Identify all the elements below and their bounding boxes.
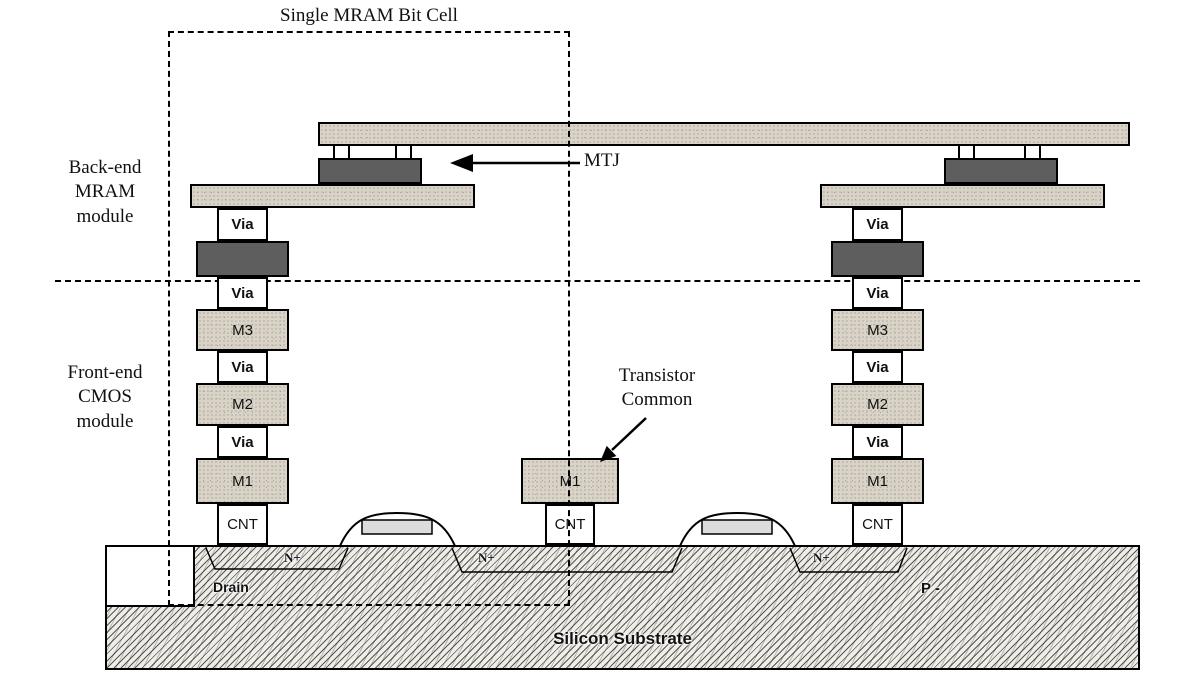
n-plus-label-right: N+ (813, 550, 830, 565)
m1-label: M1 (867, 472, 888, 490)
via-label: Via (866, 433, 889, 451)
transistor-common-label: Transistor Common (618, 365, 696, 411)
silicon-substrate-region (105, 545, 1140, 670)
right-contact: CNT (852, 504, 903, 545)
transistor-common-arrow-line (611, 417, 647, 451)
common-metal-1: M1 (521, 458, 619, 504)
via-label: Via (866, 284, 889, 302)
via-label: Via (231, 216, 254, 233)
substrate-notch (105, 545, 195, 607)
right-metal-3: M3 (831, 309, 924, 351)
right-via-3: Via (852, 277, 903, 309)
silicon-substrate-label: Silicon Substrate (553, 629, 692, 648)
m3-label: M3 (867, 321, 888, 339)
diagram-title: Single MRAM Bit Cell (280, 5, 458, 26)
n-plus-label-middle: N+ (478, 550, 495, 565)
cnt-label: CNT (554, 516, 586, 533)
left-mtj (318, 158, 422, 184)
common-contact: CNT (545, 504, 595, 545)
p-minus-label: P - (921, 580, 940, 597)
via-label: Via (231, 284, 254, 302)
front-end-module-label: Front-end CMOS module (67, 362, 143, 432)
left-metal-3: M3 (196, 309, 289, 351)
left-contact: CNT (217, 504, 268, 545)
left-gate-electrode (361, 519, 433, 535)
left-landing-pad (196, 241, 289, 277)
right-metal-1: M1 (831, 458, 924, 504)
module-divider-dashed-line (55, 280, 1140, 282)
right-metal-2: M2 (831, 383, 924, 426)
m2-label: M2 (867, 396, 888, 413)
via-label: Via (866, 358, 889, 376)
right-via-2: Via (852, 351, 903, 383)
cnt-label: CNT (862, 516, 893, 533)
left-metal-2: M2 (196, 383, 289, 426)
left-via-2: Via (217, 351, 268, 383)
left-gate (338, 511, 457, 547)
drain-label: Drain (213, 579, 249, 595)
left-bottom-electrode (190, 184, 475, 208)
n-plus-label-left: N+ (284, 550, 301, 565)
via-label: Via (231, 358, 254, 376)
via-label: Via (231, 433, 254, 451)
m2-label: M2 (232, 396, 253, 413)
left-via-1: Via (217, 426, 268, 458)
mtj-arrowhead-icon (450, 154, 473, 172)
right-mtj (944, 158, 1058, 184)
m3-label: M3 (232, 321, 253, 339)
m1-label: M1 (232, 472, 253, 490)
left-via-3: Via (217, 277, 268, 309)
right-gate-electrode (701, 519, 773, 535)
left-metal-1: M1 (196, 458, 289, 504)
mtj-label: MTJ (584, 150, 620, 171)
right-gate (678, 511, 797, 547)
m1-label: M1 (559, 472, 581, 490)
bit-line (318, 122, 1130, 146)
right-landing-pad (831, 241, 924, 277)
right-via-top: Via (852, 208, 903, 241)
right-via-1: Via (852, 426, 903, 458)
back-end-module-label: Back-end MRAM module (68, 157, 142, 227)
via-label: Via (866, 216, 889, 233)
cnt-label: CNT (227, 516, 258, 533)
left-via-top: Via (217, 208, 268, 241)
right-bottom-electrode (820, 184, 1105, 208)
